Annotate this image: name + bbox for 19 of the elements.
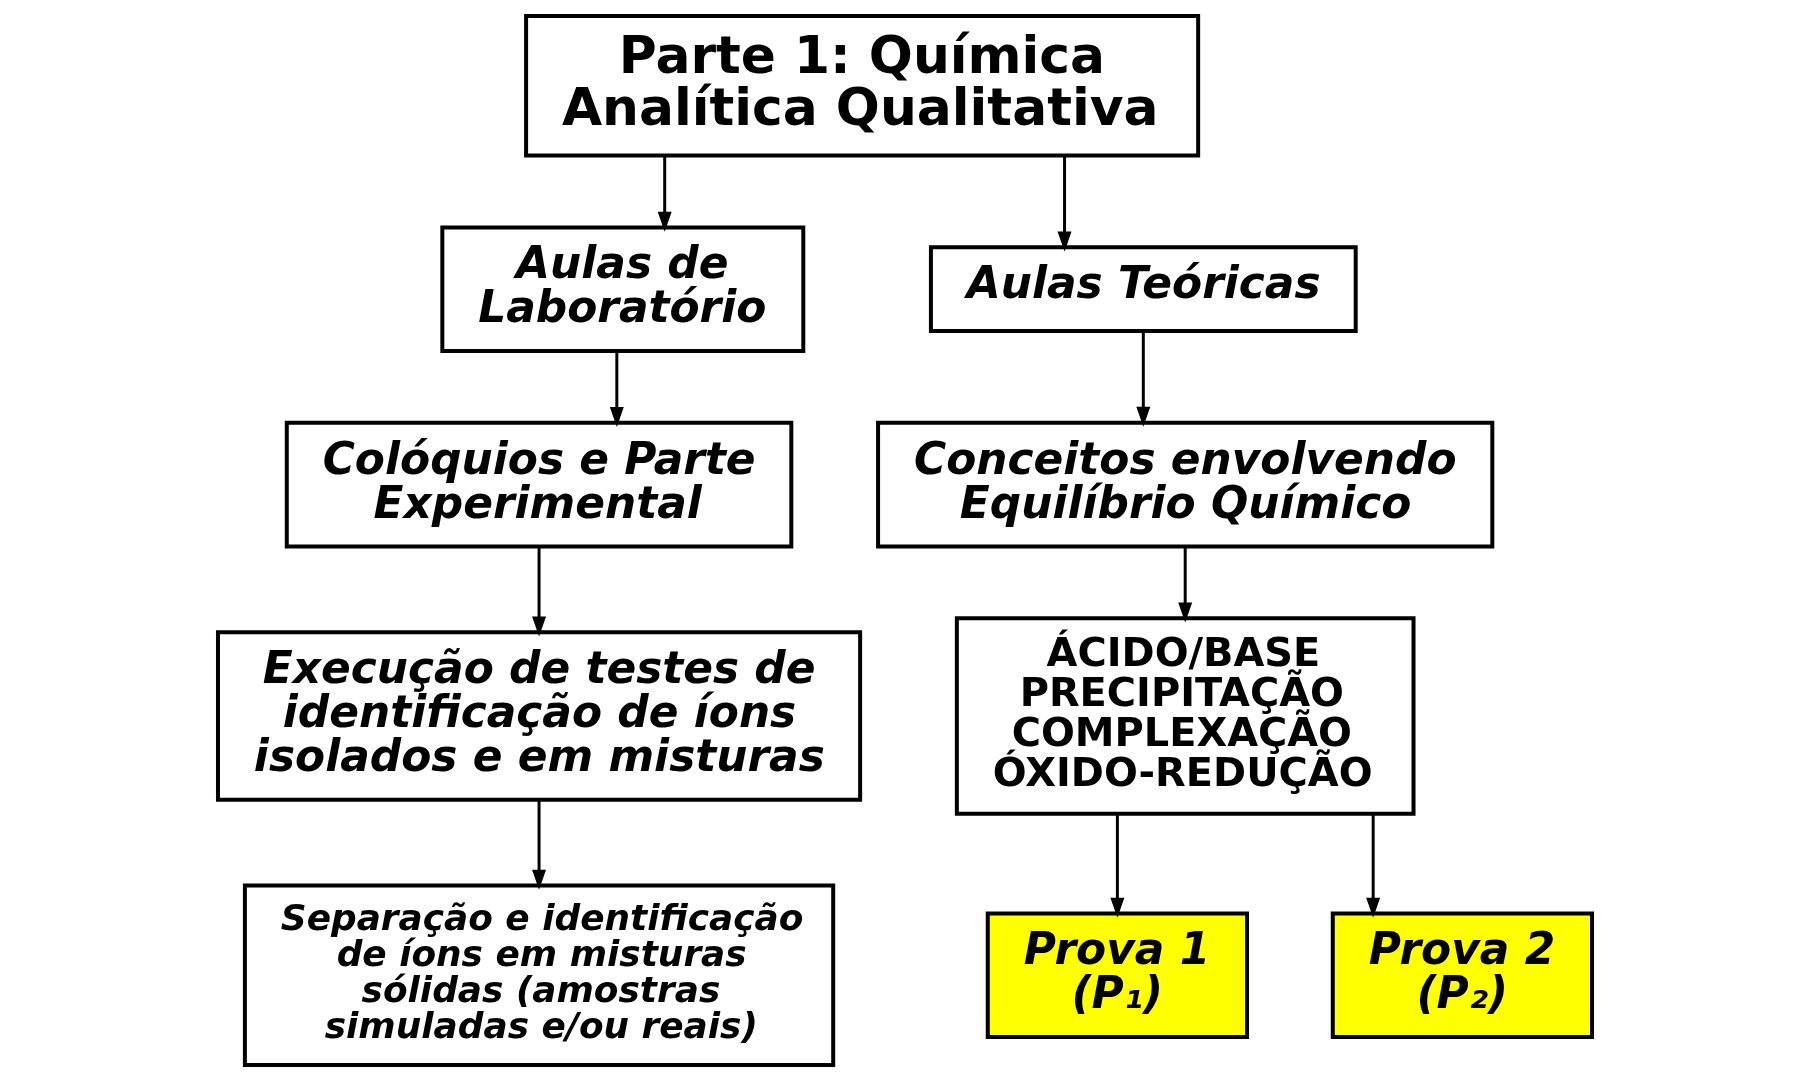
arrow	[1136, 331, 1151, 427]
node-box: Parte 1: Química Analítica Qualitativa	[524, 14, 1201, 158]
arrow	[1366, 814, 1381, 918]
node-box: Colóquios e Parte Experimental	[284, 420, 794, 549]
node-box: Prova 2 (P₂)	[1330, 911, 1594, 1040]
node-box: ÁCIDO/BASE PRECIPITAÇÃO COMPLEXAÇÃO ÓXIDO-REDUÇÃO	[954, 616, 1416, 816]
node-box: Prova 1 (P₁)	[985, 911, 1249, 1040]
node-box: Execução de testes de identificação de íons isolados e em misturas	[216, 630, 863, 802]
arrow	[532, 546, 547, 637]
arrow	[1057, 155, 1072, 252]
arrow	[1178, 546, 1193, 623]
arrow	[657, 155, 672, 232]
node-box: Aulas Teóricas	[928, 245, 1358, 334]
node-box: Conceitos envolvendo Equilíbrio Químico	[876, 420, 1495, 549]
arrow	[1110, 814, 1125, 918]
arrow	[532, 800, 547, 890]
node-box: Separação e identificação de íons em misturas sólidas (amostras simuladas e/ou reais)	[242, 883, 836, 1067]
arrow	[609, 351, 624, 428]
node-box: Aulas de Laboratório	[440, 225, 806, 354]
